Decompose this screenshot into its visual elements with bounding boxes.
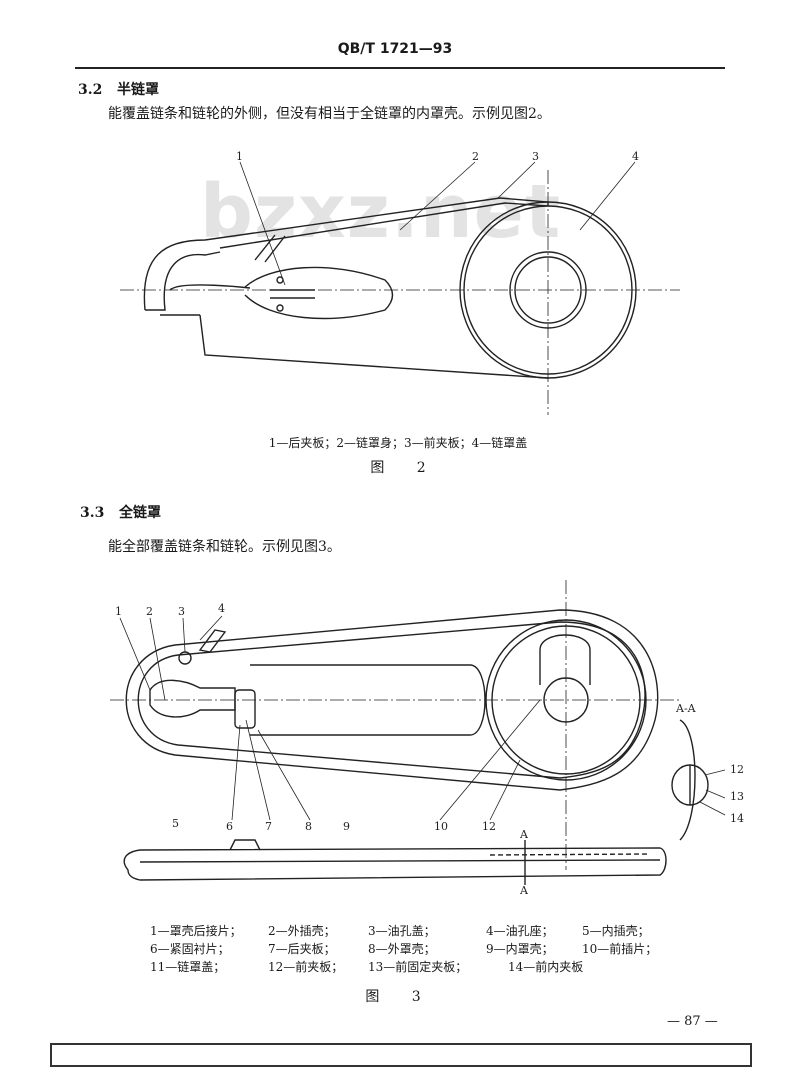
fig3-callout-6: 6 [226, 820, 233, 833]
legend-item: 1—罩壳后接片； [150, 924, 242, 938]
fig3-callout-10: 10 [434, 820, 448, 833]
figure-3-title: 图 3 [365, 989, 435, 1005]
figure-3-legend: 1—罩壳后接片； 2—外插壳； 3—油孔盖； 4—油孔座； 5—内插壳； 6—紧固衬片；… [150, 922, 657, 976]
fig3-callout-7: 7 [265, 820, 272, 833]
section-3-2-heading: 3.2 半链罩 [78, 79, 159, 99]
legend-item: 3—油孔盖； [368, 924, 436, 938]
section-3-3-heading: 3.3 全链罩 [80, 502, 161, 522]
section-3-3-text: 能全部覆盖链条和链轮。示例见图3。 [108, 539, 341, 555]
fig3-callout-14: 14 [730, 812, 744, 825]
legend-item: 14—前内夹板 [508, 960, 584, 974]
fig2-callout-4: 4 [632, 150, 639, 163]
fig3-cut-label-bottom: A [519, 884, 529, 897]
figure-3-drawing: 1 2 3 4 5 6 7 8 9 10 12 12 13 14 A-A A A [110, 580, 744, 897]
fig3-callout-1: 1 [115, 605, 122, 618]
legend-item: 2—外插壳； [268, 924, 336, 938]
fig3-callout-12: 12 [730, 763, 744, 776]
page-number: — 87 — [667, 1014, 718, 1029]
fig2-callout-3: 3 [532, 150, 539, 163]
fig3-callout-12a: 12 [482, 820, 496, 833]
fig3-section-label: A-A [675, 702, 697, 715]
fig3-callout-2: 2 [146, 605, 153, 618]
fig3-callout-4: 4 [218, 602, 225, 615]
fig3-callout-13: 13 [730, 790, 744, 803]
standard-code-header: QB/T 1721—93 [337, 41, 453, 57]
fig3-callout-3: 3 [178, 605, 185, 618]
section-3-2-text: 能覆盖链条和链轮的外侧，但没有相当于全链罩的内罩壳。示例见图2。 [108, 106, 551, 122]
header-rule [75, 67, 725, 69]
legend-item: 6—紧固衬片； [150, 942, 230, 956]
fig3-callout-8: 8 [305, 820, 312, 833]
legend-item: 13—前固定夹板； [368, 960, 468, 974]
figure-2-drawing: 1 2 3 4 [120, 150, 680, 415]
section-number: 3.3 [80, 505, 105, 521]
legend-item: 12—前夹板； [268, 960, 344, 974]
legend-item: 5—内插壳； [582, 924, 650, 938]
fig3-callout-9: 9 [343, 820, 350, 833]
legend-item: 4—油孔座； [486, 924, 554, 938]
fig3-callout-5: 5 [172, 817, 179, 830]
section-number: 3.2 [78, 82, 103, 98]
legend-item: 9—内罩壳； [486, 942, 554, 956]
watermark: bzxz.net [200, 169, 562, 255]
fig2-callout-1: 1 [236, 150, 243, 163]
figure-2-caption: 1—后夹板；2—链罩身；3—前夹板；4—链罩盖 [268, 436, 528, 450]
section-title: 半链罩 [116, 82, 159, 98]
section-title: 全链罩 [118, 505, 161, 521]
legend-item: 11—链罩盖； [150, 960, 226, 974]
footer-box [50, 1043, 752, 1067]
figure-2-title: 图 2 [370, 460, 440, 476]
legend-item: 7—后夹板； [268, 942, 336, 956]
fig3-cut-label-top: A [519, 828, 529, 841]
legend-item: 8—外罩壳； [368, 942, 436, 956]
legend-item: 10—前插片； [582, 942, 658, 956]
fig2-callout-2: 2 [472, 150, 479, 163]
